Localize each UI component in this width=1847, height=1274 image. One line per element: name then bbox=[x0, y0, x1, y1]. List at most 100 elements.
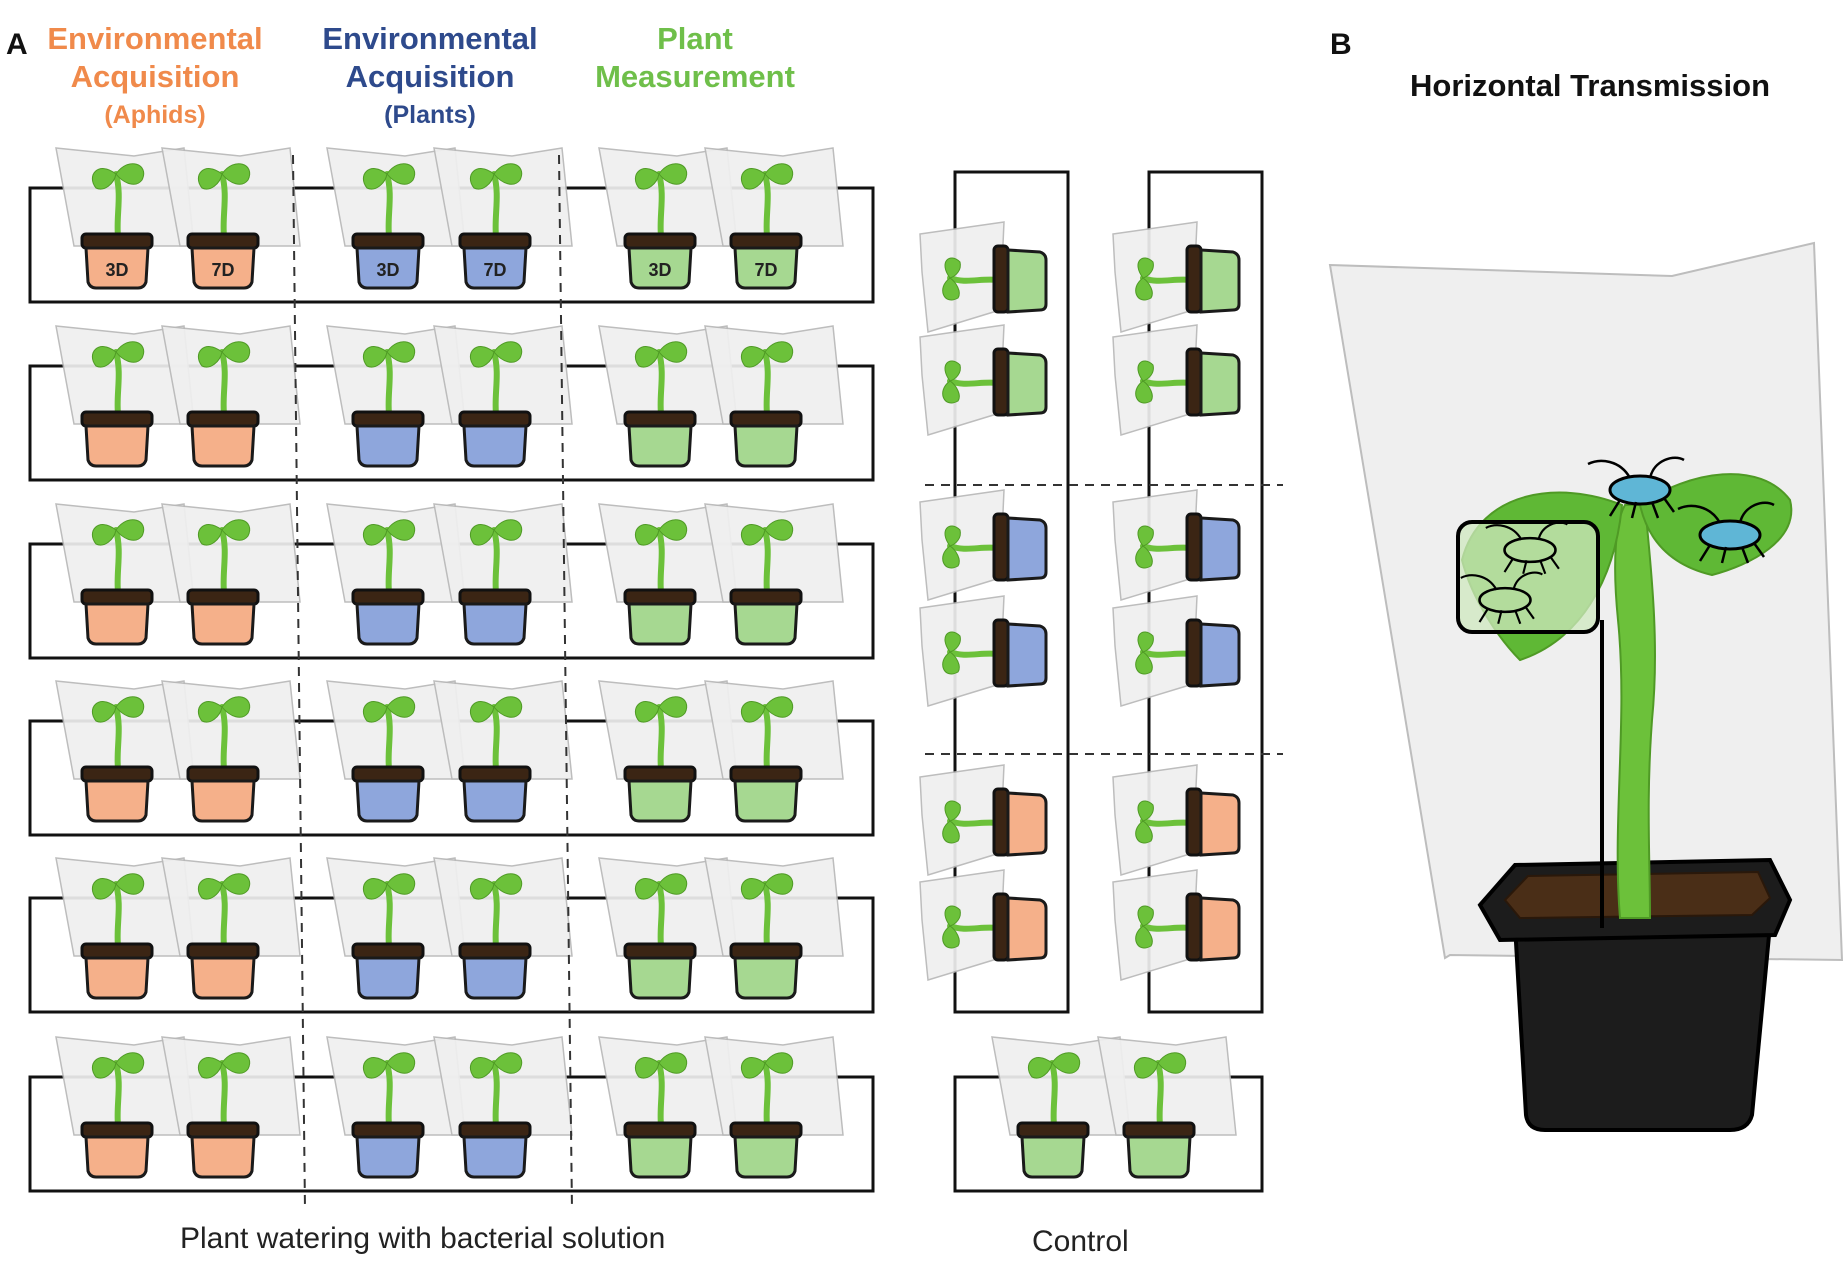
stem bbox=[1140, 923, 1194, 932]
leaf bbox=[740, 701, 766, 723]
bag bbox=[919, 595, 1005, 707]
pot-aphids bbox=[161, 857, 301, 1000]
soil bbox=[458, 1121, 532, 1139]
pot bbox=[84, 1135, 150, 1179]
soil bbox=[186, 232, 260, 250]
aphid-icon bbox=[1587, 456, 1685, 519]
stem bbox=[219, 704, 228, 772]
leaf bbox=[942, 820, 960, 844]
pot-aphids bbox=[161, 680, 301, 823]
leaf bbox=[115, 873, 145, 895]
leaf bbox=[221, 696, 251, 718]
aphid-icon bbox=[1460, 571, 1543, 625]
soil bbox=[458, 232, 532, 250]
leaf bbox=[197, 701, 223, 723]
bag bbox=[433, 680, 573, 780]
pot bbox=[462, 1135, 528, 1179]
soil bbox=[351, 232, 425, 250]
pot-measure bbox=[598, 680, 738, 823]
tray-row bbox=[28, 325, 875, 482]
pot bbox=[190, 779, 256, 823]
panel-a-letter: A bbox=[6, 28, 28, 61]
soil bbox=[992, 512, 1010, 582]
pot-aphids bbox=[161, 1036, 301, 1179]
soil bbox=[1122, 1121, 1196, 1139]
big-plant bbox=[1328, 241, 1844, 1132]
leaf bbox=[91, 1057, 117, 1079]
leaf bbox=[634, 346, 660, 368]
bag bbox=[161, 680, 301, 780]
header-aphids-subtitle: (Aphids) bbox=[104, 101, 206, 129]
leaf bbox=[362, 346, 388, 368]
stem bbox=[1140, 378, 1194, 387]
pot bbox=[627, 602, 693, 646]
leaf bbox=[658, 873, 688, 895]
soil bbox=[729, 765, 803, 783]
stem bbox=[762, 171, 771, 239]
bag bbox=[1112, 869, 1198, 981]
leaf bbox=[1051, 1052, 1081, 1074]
control-pot bbox=[919, 764, 1048, 876]
pot bbox=[355, 1135, 421, 1179]
soil bbox=[992, 347, 1010, 417]
stem bbox=[384, 527, 393, 595]
bag bbox=[704, 503, 844, 603]
stem bbox=[384, 881, 393, 949]
pot bbox=[190, 1135, 256, 1179]
pot bbox=[1199, 516, 1241, 582]
leaf bbox=[469, 346, 495, 368]
pot bbox=[733, 779, 799, 823]
pot bbox=[190, 602, 256, 646]
header-plants: Environmental Acquisition (Plants) bbox=[305, 20, 555, 134]
bag bbox=[161, 147, 301, 247]
stem bbox=[762, 704, 771, 772]
leaf bbox=[634, 878, 660, 900]
aphid-legs bbox=[1608, 497, 1676, 519]
leaf bbox=[493, 519, 523, 541]
bag bbox=[704, 325, 844, 425]
panel-b-title: Horizontal Transmission bbox=[1410, 68, 1771, 103]
soil bbox=[458, 588, 532, 606]
stem bbox=[384, 1060, 393, 1128]
stem bbox=[491, 527, 500, 595]
stem bbox=[947, 275, 1001, 284]
soil bbox=[623, 410, 697, 428]
divider-line bbox=[292, 154, 306, 1211]
stem bbox=[656, 349, 665, 417]
pot bbox=[84, 956, 150, 1000]
pot bbox=[1006, 622, 1048, 688]
stem bbox=[384, 704, 393, 772]
header-aphids-line2: Acquisition bbox=[70, 59, 240, 94]
leaf bbox=[91, 168, 117, 190]
soil bbox=[1185, 892, 1203, 962]
bag bbox=[919, 764, 1005, 876]
pot bbox=[84, 779, 150, 823]
pot-aphids bbox=[161, 325, 301, 468]
bag bbox=[433, 503, 573, 603]
leaf bbox=[1133, 1057, 1159, 1079]
pot-label: 3D bbox=[376, 260, 399, 280]
pot bbox=[84, 602, 150, 646]
stem bbox=[219, 1060, 228, 1128]
leaf bbox=[634, 1057, 660, 1079]
leaf bbox=[493, 341, 523, 363]
bag bbox=[1112, 489, 1198, 601]
pot bbox=[627, 956, 693, 1000]
leaf bbox=[740, 346, 766, 368]
pot-measure bbox=[598, 503, 738, 646]
leaf bbox=[91, 524, 117, 546]
aphid-icon bbox=[1485, 521, 1568, 575]
leaf bbox=[115, 163, 145, 185]
aphid-legs bbox=[1503, 556, 1560, 575]
pot bbox=[1199, 896, 1241, 962]
pot bbox=[1199, 351, 1241, 417]
pot bbox=[733, 424, 799, 468]
control-pot bbox=[1097, 1036, 1237, 1179]
leaf bbox=[197, 524, 223, 546]
leaf bbox=[942, 925, 960, 949]
aphid-body bbox=[1698, 519, 1762, 551]
bag bbox=[919, 869, 1005, 981]
header-aphids: Environmental Acquisition (Aphids) bbox=[30, 20, 280, 134]
soil bbox=[186, 410, 260, 428]
stem bbox=[947, 649, 1001, 658]
